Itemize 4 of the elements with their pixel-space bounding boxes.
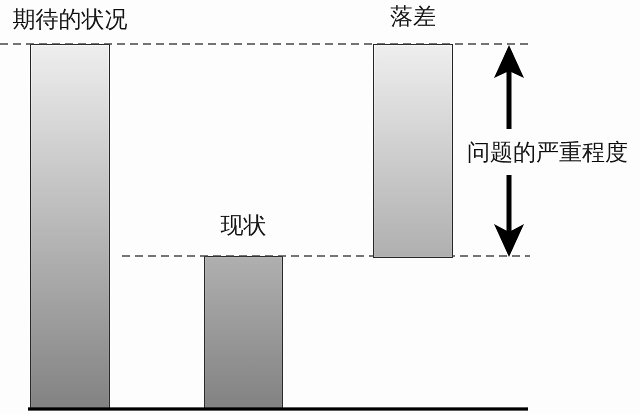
bar-heading: 期待的状况 bbox=[12, 7, 128, 33]
bar-heading: 现状 bbox=[220, 213, 266, 239]
dimension-label: 问题的严重程度 bbox=[467, 140, 628, 166]
bar-heading: 落差 bbox=[390, 4, 436, 30]
